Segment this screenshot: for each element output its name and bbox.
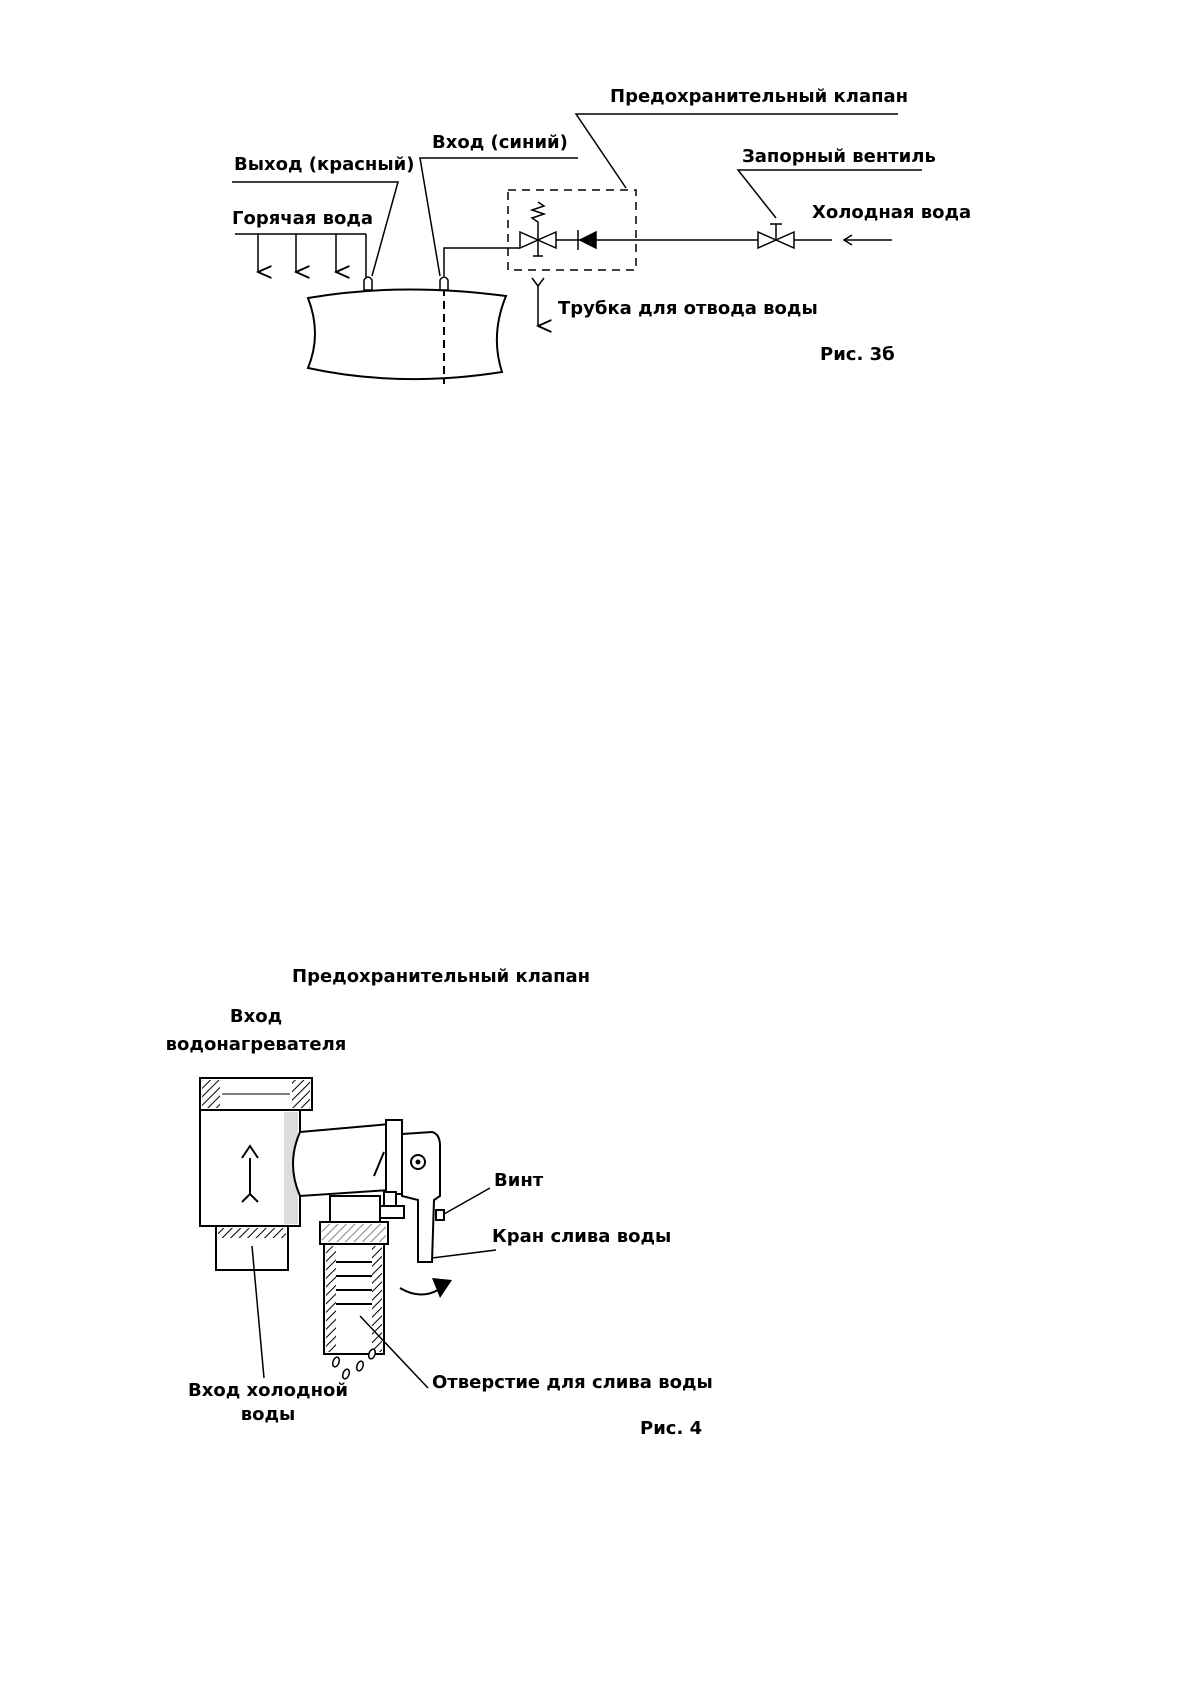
outlet-red-label: Выход (красный): [234, 154, 415, 175]
safety-valve-label: Предохранительный клапан: [610, 86, 909, 107]
drain-tap-label: Кран слива воды: [492, 1226, 672, 1247]
top-nut: [199, 1077, 313, 1111]
drain-lever: [401, 1130, 441, 1263]
cold-water-arrow: [842, 234, 892, 246]
valve-body: [199, 1109, 301, 1227]
lower-neck: [215, 1225, 289, 1271]
fig4-leader-lines: [251, 1187, 497, 1389]
safety-valve-box: [507, 189, 637, 271]
inlet-blue-label: Вход (синий): [432, 132, 568, 153]
drain-hole-label: Отверстие для слива воды: [432, 1372, 713, 1393]
rotation-arrow-icon: [399, 1278, 452, 1298]
water-drops: [331, 1348, 377, 1380]
cold-inlet-label-line1: Вход холодной: [188, 1380, 348, 1401]
fig3b-diagram: [232, 113, 922, 384]
top-nut-hatch-right: [292, 1080, 310, 1108]
outlet-fitting: [363, 276, 373, 291]
fig4-caption: Рис. 4: [640, 1418, 703, 1439]
cold-water-label: Холодная вода: [812, 202, 972, 223]
leader-lines: [232, 113, 922, 277]
drain-hose: [323, 1243, 385, 1355]
inlet-fitting: [439, 276, 449, 291]
heater-tank: [306, 288, 508, 381]
drain-pipe: [531, 277, 544, 326]
union-ring: [385, 1119, 403, 1195]
valve-body-shade: [284, 1112, 298, 1224]
heater-inlet-label-line2: водонагревателя: [165, 1034, 347, 1055]
flow-direction-arrow: [241, 1144, 259, 1203]
cold-inlet-label-line2: воды: [240, 1404, 296, 1425]
safety-valve-symbol: [519, 201, 597, 257]
cold-pipe: [443, 239, 832, 276]
top-nut-hatch-left: [202, 1080, 220, 1108]
drain-stem: [329, 1195, 381, 1223]
lever-pivot: [410, 1154, 426, 1170]
screw-icon: [435, 1209, 445, 1221]
shutoff-valve-symbol: [757, 223, 795, 250]
drain-tube-label: Трубка для отвода воды: [558, 298, 818, 319]
side-branch: [292, 1122, 391, 1198]
hot-water-label: Горячая вода: [232, 208, 374, 229]
shutoff-valve-label: Запорный вентиль: [742, 146, 936, 167]
screw-label: Винт: [494, 1170, 544, 1191]
heater-inlet-label-line1: Вход: [229, 1006, 283, 1027]
drain-nut: [319, 1221, 389, 1245]
hot-water-arrows: [235, 233, 367, 278]
fig3b-caption: Рис. 3б: [820, 344, 895, 365]
fig4-title: Предохранительный клапан: [292, 966, 591, 987]
